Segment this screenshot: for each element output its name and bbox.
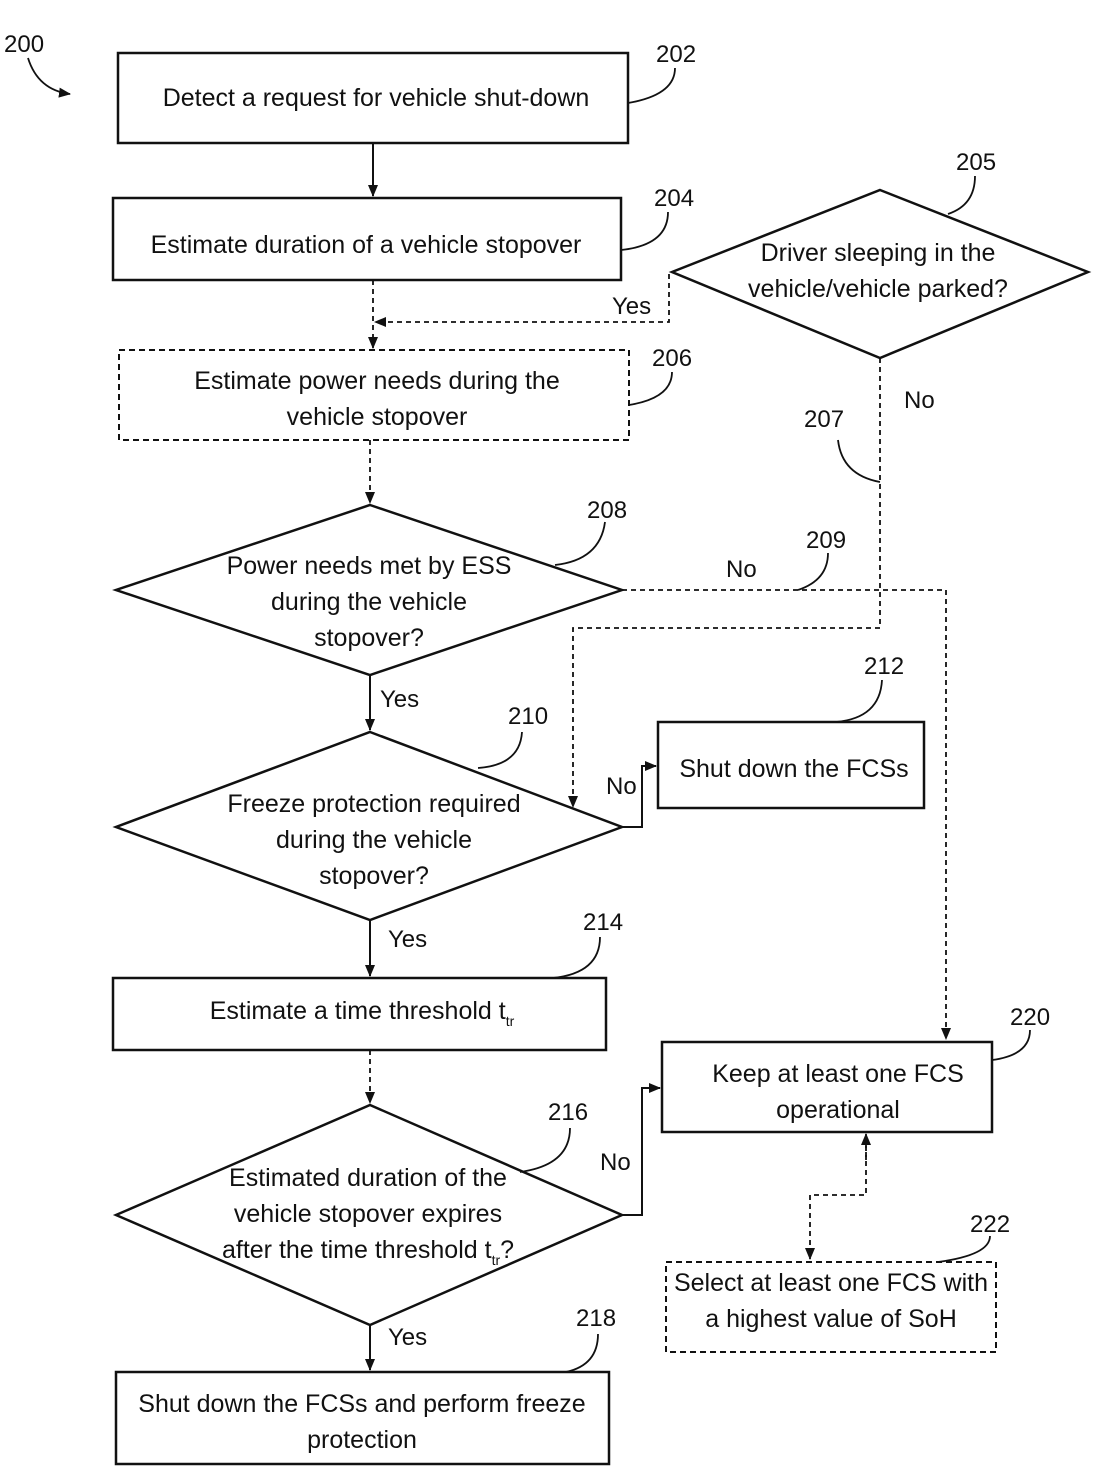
edge-220-222 [810,1134,866,1259]
node-216-text-3: after the time threshold ttr? [222,1236,514,1268]
node-204-text: Estimate duration of a vehicle stopover [151,231,582,259]
node-220-text-1: Keep at least one FCS [712,1060,964,1088]
ref-214: 214 [583,909,623,936]
ref-210: 210 [508,703,548,730]
node-202-line-1: Detect a request for vehicle shut-down [163,84,590,112]
figure-label: 200 [4,31,44,58]
edge-label-208-no: No [726,556,757,583]
node-216-suffix: ? [500,1236,514,1264]
ref-204: 204 [654,185,694,212]
leader-204 [621,212,668,250]
leader-210 [478,732,522,768]
leader-212 [836,680,882,722]
figure-label-arrow [28,58,70,94]
node-210-text-2: during the vehicle [276,826,472,854]
node-216-text-2: vehicle stopover expires [234,1200,502,1228]
leader-208 [555,522,605,565]
ref-208: 208 [587,497,627,524]
node-214-subscript: tr [506,1013,515,1029]
node-205-text-2: vehicle/vehicle parked? [748,275,1008,303]
ref-220: 220 [1010,1004,1050,1031]
edge-label-216-no: No [600,1149,631,1176]
node-210-text-1: Freeze protection required [227,790,520,818]
ref-218: 218 [576,1305,616,1332]
ref-202: 202 [656,41,696,68]
ref-216: 216 [548,1099,588,1126]
ref-205: 205 [956,149,996,176]
ref-222: 222 [970,1211,1010,1238]
edge-label-205-yes: Yes [612,293,651,320]
node-206-text-1: Estimate power needs during the [194,367,560,395]
leader-205 [948,176,975,214]
node-202-text: Detect a request for vehicle shut-down [163,84,590,112]
node-220-text-2: operational [776,1096,900,1124]
node-214-text: Estimate a time threshold ttr [210,997,515,1029]
edge-label-208-yes: Yes [380,686,419,713]
node-208-text-3: stopover? [314,624,424,652]
leader-222 [938,1236,990,1262]
node-218-text-2: protection [307,1426,417,1454]
leader-216 [520,1128,570,1172]
node-216-line-3: after the time threshold t [222,1236,492,1264]
leader-214 [553,937,600,978]
node-216-text-1: Estimated duration of the [229,1164,507,1192]
edge-label-205-no: No [904,387,935,414]
edge-label-207: 207 [804,406,844,433]
leader-220 [992,1030,1030,1060]
leader-206 [629,372,672,405]
leader-207 [838,440,880,482]
node-222-text-2: a highest value of SoH [705,1305,957,1333]
leader-209 [798,553,828,590]
node-216-subscript: tr [492,1252,501,1268]
leader-218 [566,1334,598,1372]
edge-label-210-yes: Yes [388,926,427,953]
node-208-text-2: during the vehicle [271,588,467,616]
leader-202 [628,68,675,103]
node-205-text-1: Driver sleeping in the [761,239,996,267]
ref-212: 212 [864,653,904,680]
node-206-text-2: vehicle stopover [287,403,468,431]
edge-label-210-no: No [606,773,637,800]
edge-label-216-yes: Yes [388,1324,427,1351]
node-204-line-1: Estimate duration of a vehicle stopover [151,231,582,259]
node-218-text-1: Shut down the FCSs and perform freeze [138,1390,585,1418]
node-210-text-3: stopover? [319,862,429,890]
node-212-text: Shut down the FCSs [679,755,908,783]
node-214-line-1: Estimate a time threshold t [210,997,506,1025]
ref-206: 206 [652,345,692,372]
node-205-diamond [672,190,1088,358]
node-208-text-1: Power needs met by ESS [227,552,512,580]
node-222-text-1: Select at least one FCS with [674,1269,988,1297]
edge-label-209: 209 [806,527,846,554]
